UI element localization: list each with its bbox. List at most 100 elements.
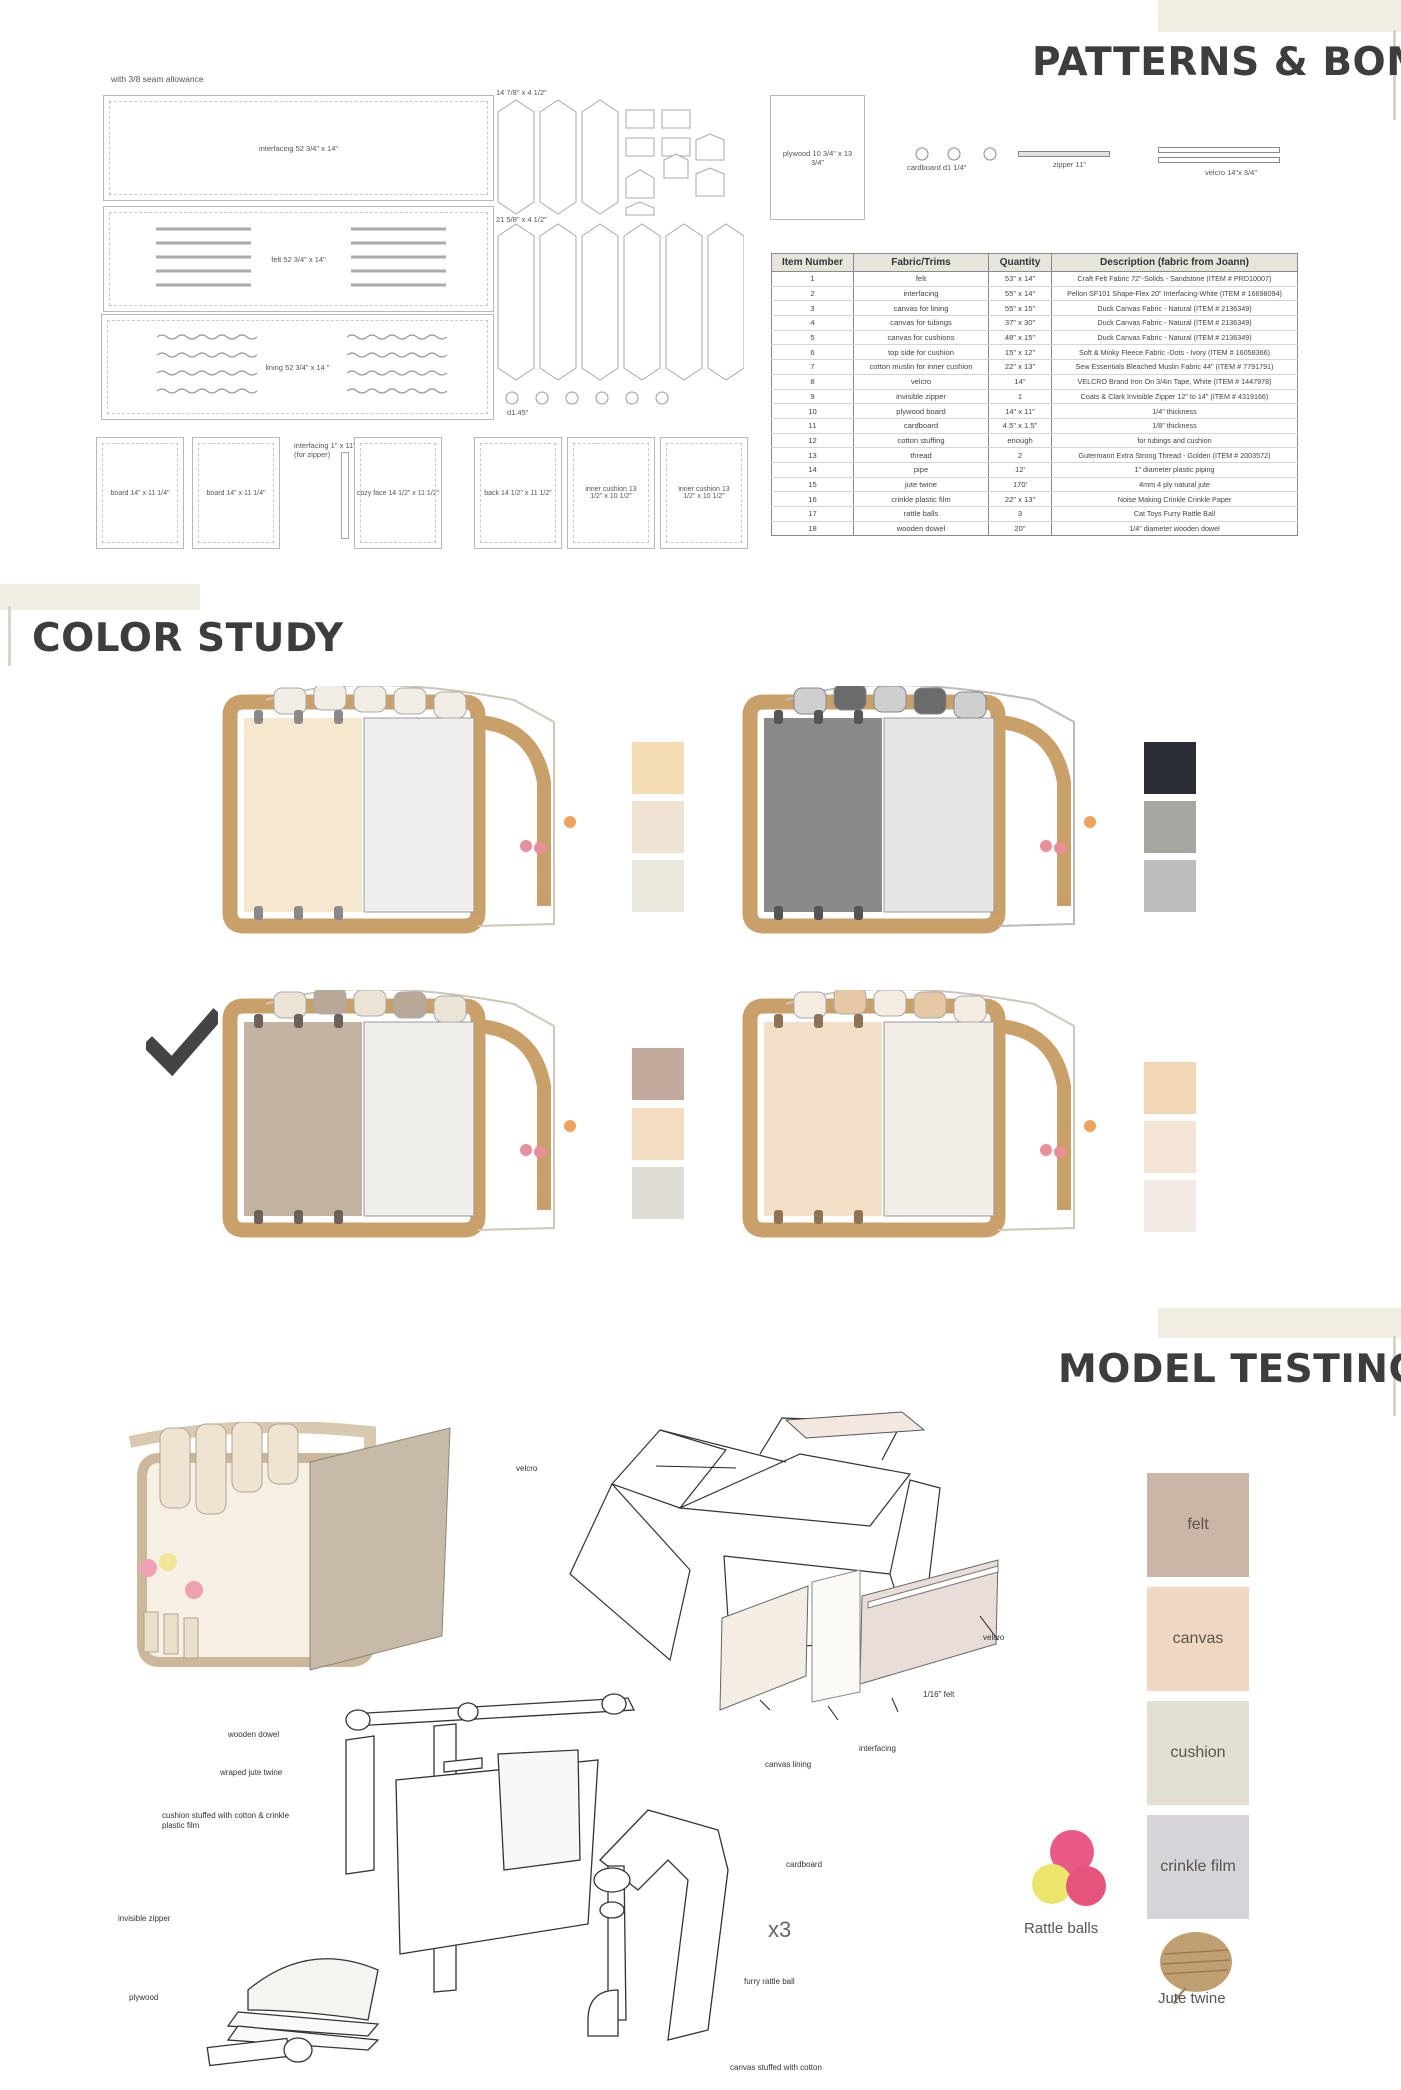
table-cell: felt	[853, 271, 989, 287]
material-swatch-cushion: cushion	[1147, 1701, 1249, 1805]
section-title-patterns: PATTERNS & BOM	[1032, 40, 1401, 85]
table-cell: 10	[771, 403, 854, 419]
label-rattle-ball: furry rattle ball	[744, 1977, 795, 1986]
table-cell: canvas for cushions	[853, 330, 989, 346]
table-cell: 1/8" thickness	[1051, 418, 1298, 434]
model-rule	[1393, 1336, 1396, 1416]
header-rule	[1393, 30, 1396, 120]
swatch-2-b	[1144, 801, 1196, 853]
table-cell: thread	[853, 447, 989, 463]
bom-table: Item Number Fabric/Trims Quantity Descri…	[771, 253, 1298, 537]
table-cell: 1/4" diameter wooden dowel	[1051, 521, 1298, 537]
crib-sketch-2	[742, 686, 1096, 934]
table-cell: Duck Canvas Fabric - Natural (ITEM # 213…	[1051, 315, 1298, 331]
table-cell: interfacing	[853, 286, 989, 302]
table-cell: VELCRO Brand Iron On 3/4in Tape, White (…	[1051, 374, 1298, 390]
table-cell: 53" x 14"	[988, 271, 1052, 287]
table-cell: rattle balls	[853, 506, 989, 522]
swatch-1-b	[632, 801, 684, 853]
table-cell: 3	[771, 300, 854, 317]
table-cell: 1/4" thickness	[1051, 403, 1298, 419]
label-cushion: cushion stuffed with cotton & crinkle pl…	[162, 1811, 290, 1830]
swatch-4-a	[1144, 1062, 1196, 1114]
table-cell: Craft Felt Fabric 72"-Solids - Sandstone…	[1051, 271, 1298, 287]
table-cell: 17	[771, 506, 854, 522]
swatch-4-b	[1144, 1121, 1196, 1173]
color-variant-3	[222, 990, 576, 1238]
table-cell: cotton muslin for inner cushion	[853, 359, 989, 375]
pattern-board-2: board 14" x 11 1/4"	[192, 437, 280, 549]
circle-patterns	[505, 391, 669, 405]
bom-header-fabric: Fabric/Trims	[853, 253, 989, 272]
label-felt: 1/16" felt	[923, 1690, 955, 1699]
pattern-back: back 14 1/2" x 11 1/2"	[474, 437, 562, 549]
pattern-board-1: board 14" x 11 1/4"	[96, 437, 184, 549]
crib-panel-3	[244, 1022, 362, 1216]
label-times-three: x3	[768, 1917, 792, 1942]
table-cell: 4mm 4 ply natural jute	[1051, 477, 1298, 493]
swatch-2-c	[1144, 860, 1196, 912]
table-cell: 1	[771, 271, 854, 287]
table-cell: 22" x 13"	[988, 491, 1052, 507]
table-cell: top side for cushion	[853, 344, 989, 361]
table-cell: 13	[771, 447, 854, 463]
cardboard-circles	[915, 147, 997, 161]
table-cell: 14"	[988, 374, 1052, 390]
crib-sketch-4	[742, 990, 1096, 1238]
bom-header-row: Item Number Fabric/Trims Quantity Descri…	[771, 253, 1298, 272]
table-cell: velcro	[853, 374, 989, 390]
pattern-plywood: plywood 10 3/4" x 13 3/4"	[770, 95, 865, 220]
swatch-4-c	[1144, 1180, 1196, 1232]
table-cell: crinkle plastic film	[853, 491, 989, 507]
table-cell: 6	[771, 344, 854, 361]
color-variant-2	[742, 686, 1096, 934]
exploded-frame-sketch	[206, 1693, 729, 2067]
seam-note: with 3/8 seam allowance	[111, 74, 204, 84]
label-velcro-top: velcro	[516, 1464, 538, 1473]
table-cell: 170'	[988, 477, 1052, 493]
bom-header-item: Item Number	[771, 253, 854, 272]
jute-twine-caption: Jute twine	[1158, 1990, 1226, 2007]
checkmark-icon	[146, 1008, 218, 1077]
table-cell: 2	[771, 286, 854, 302]
crib-opening-3	[363, 1021, 475, 1217]
table-cell: 12	[771, 433, 854, 449]
swatch-2-a	[1144, 742, 1196, 794]
velcro-piece-2	[1158, 157, 1280, 163]
table-cell: Duck Canvas Fabric - Natural (ITEM # 213…	[1051, 300, 1298, 317]
table-cell: 12'	[988, 462, 1052, 478]
tube-top-label: 14 7/8" x 4 1/2"	[496, 88, 547, 97]
table-cell: 18	[771, 521, 854, 537]
table-cell: 7	[771, 359, 854, 375]
model-band	[1158, 1308, 1401, 1338]
table-cell: 16	[771, 491, 854, 507]
table-cell: 15" x 12"	[988, 344, 1052, 361]
velcro-label: velcro 14"x 3/4"	[1205, 168, 1258, 177]
crib-panel-4	[764, 1022, 882, 1216]
table-cell: Pellon SF101 Shape-Flex 20" Interfacing-…	[1051, 286, 1298, 302]
zipper-piece	[1018, 151, 1110, 157]
swatch-3-a	[632, 1048, 684, 1100]
rattle-balls-image	[1032, 1830, 1106, 1906]
table-cell: 1	[988, 389, 1052, 405]
crib-opening-2	[883, 717, 995, 913]
cardboard-label: cardboard d1 1/4"	[907, 163, 967, 172]
color-variant-1	[222, 686, 576, 934]
felt-stripes	[156, 227, 446, 287]
swatch-1-a	[632, 742, 684, 794]
table-cell: Cat Toys Furry Rattle Ball	[1051, 506, 1298, 522]
table-cell: Noise Making Crinkle Crinkle Paper	[1051, 491, 1298, 507]
table-cell: wooden dowel	[853, 521, 989, 537]
